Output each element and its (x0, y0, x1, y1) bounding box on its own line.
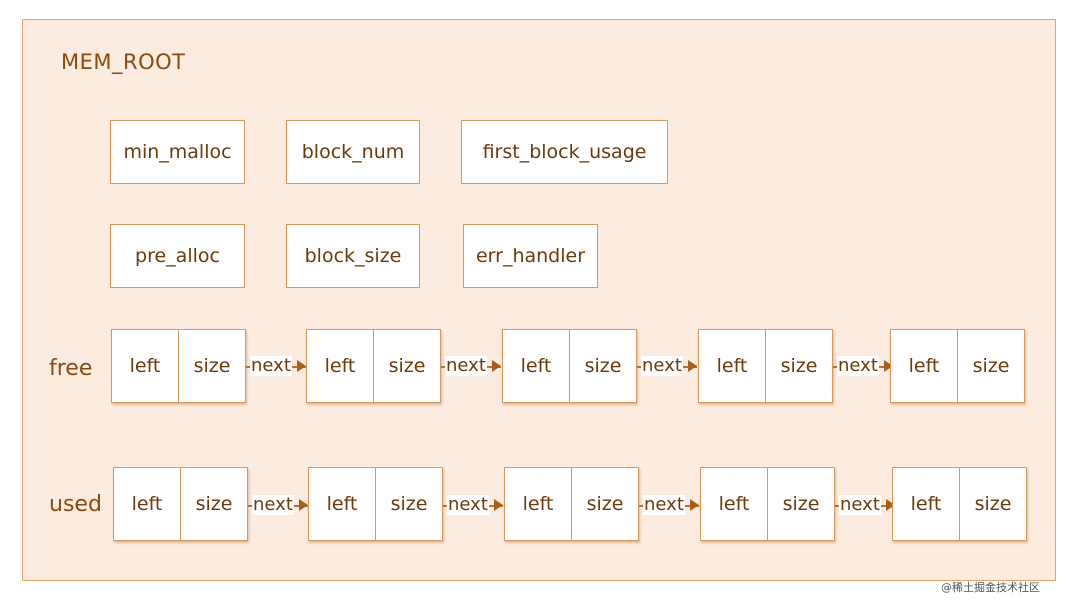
next-arrow: next (637, 356, 697, 376)
node-size-cell: size (586, 493, 624, 515)
arrow-head-icon (494, 499, 503, 511)
node-left-cell: left (505, 468, 572, 540)
node-left-cell: left (893, 468, 960, 540)
next-label: next (250, 355, 292, 376)
list-node: left size (308, 467, 443, 541)
node-left-cell: left (701, 468, 768, 540)
next-arrow: next (835, 495, 895, 515)
arrow-head-icon (492, 360, 501, 372)
node-left-cell: left (114, 468, 181, 540)
list-node: left size (502, 329, 637, 403)
node-left-cell: left (112, 330, 179, 402)
node-left-cell: left (503, 330, 570, 402)
list-node: left size (698, 329, 833, 403)
arrow-head-icon (884, 360, 893, 372)
arrow-head-icon (690, 499, 699, 511)
node-left-cell: left (309, 468, 376, 540)
next-label: next (839, 494, 881, 515)
next-label: next (447, 494, 489, 515)
node-size-cell: size (584, 355, 622, 377)
next-label: next (641, 355, 683, 376)
list-node: left size (504, 467, 639, 541)
list-node: left size (111, 329, 246, 403)
node-left-cell: left (891, 330, 958, 402)
next-label: next (252, 494, 294, 515)
watermark: @稀土掘金技术社区 (941, 581, 1040, 594)
field-box: pre_alloc (110, 224, 245, 288)
node-size-cell: size (195, 493, 233, 515)
node-size-cell: size (390, 493, 428, 515)
node-left-cell: left (307, 330, 374, 402)
node-left-cell: left (699, 330, 766, 402)
arrow-head-icon (299, 499, 308, 511)
node-size-cell: size (972, 355, 1010, 377)
node-size-cell: size (782, 493, 820, 515)
list-label-used: used (49, 492, 102, 517)
field-box: block_num (286, 120, 420, 184)
next-arrow: next (833, 356, 893, 376)
field-box: block_size (286, 224, 420, 288)
arrow-head-icon (688, 360, 697, 372)
node-size-cell: size (193, 355, 231, 377)
list-node: left size (890, 329, 1025, 403)
next-label: next (445, 355, 487, 376)
field-box: first_block_usage (461, 120, 668, 184)
arrow-head-icon (886, 499, 895, 511)
node-size-cell: size (780, 355, 818, 377)
next-label: next (643, 494, 685, 515)
list-node: left size (306, 329, 441, 403)
node-size-cell: size (388, 355, 426, 377)
diagram-title: MEM_ROOT (61, 50, 186, 74)
field-box: min_malloc (110, 120, 245, 184)
list-node: left size (892, 467, 1027, 541)
list-node: left size (700, 467, 835, 541)
list-label-free: free (49, 356, 93, 381)
arrow-head-icon (297, 360, 306, 372)
next-arrow: next (443, 495, 503, 515)
next-arrow: next (639, 495, 699, 515)
next-arrow: next (246, 356, 306, 376)
node-size-cell: size (974, 493, 1012, 515)
next-label: next (837, 355, 879, 376)
next-arrow: next (441, 356, 501, 376)
field-box: err_handler (463, 224, 598, 288)
list-node: left size (113, 467, 248, 541)
next-arrow: next (248, 495, 308, 515)
